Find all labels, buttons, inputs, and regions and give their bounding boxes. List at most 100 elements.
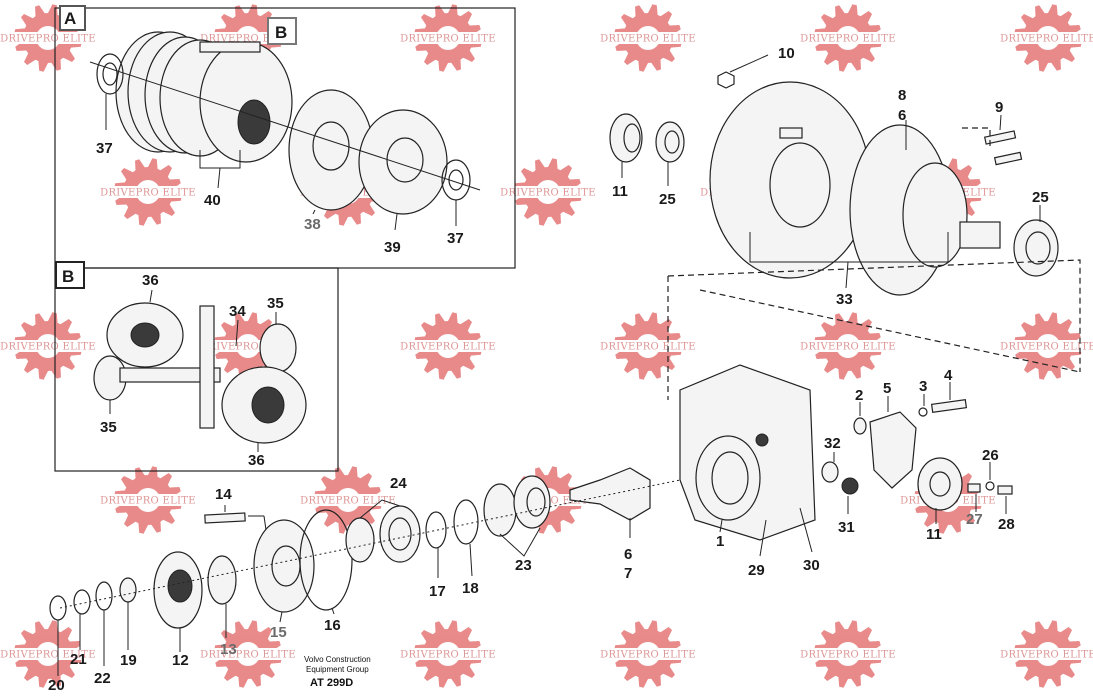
watermark-text: DRIVEPRO ELITE (800, 342, 896, 353)
bolt-upper (983, 130, 1017, 145)
watermark-tile: DRIVEPRO ELITE (800, 620, 896, 688)
watermark-tile: DRIVEPRO ELITE (600, 620, 696, 688)
label-19: 19 (120, 652, 137, 669)
watermark-text: DRIVEPRO ELITE (1000, 650, 1093, 661)
watermark-tile: DRIVEPRO ELITE (600, 312, 696, 380)
watermark-text: DRIVEPRO ELITE (0, 34, 96, 45)
caption-line-2: Equipment Group (306, 665, 369, 674)
label-26: 26 (982, 447, 999, 464)
part-labels: 37 40 38 39 37 36 34 35 35 36 10 11 25 8… (48, 45, 1049, 694)
shim (453, 499, 479, 545)
bearing-cover (253, 519, 315, 613)
watermark-text: DRIVEPRO ELITE (0, 650, 96, 661)
watermark-tile: DRIVEPRO ELITE (200, 620, 296, 688)
label-16: 16 (324, 617, 341, 634)
label-25-left: 25 (659, 191, 676, 208)
detail-box-b: B (54, 261, 339, 472)
label-38: 38 (304, 216, 321, 233)
watermark-tile: DRIVEPRO ELITE (800, 312, 896, 380)
watermark-text: DRIVEPRO ELITE (100, 496, 196, 507)
label-13: 13 (220, 641, 237, 658)
label-36-lower: 36 (248, 452, 265, 469)
watermark-text: DRIVEPRO ELITE (1000, 34, 1093, 45)
label-27: 27 (966, 511, 983, 528)
washer (918, 407, 928, 417)
watermark-text: DRIVEPRO ELITE (600, 650, 696, 661)
label-35-right: 35 (267, 295, 284, 312)
label-8: 8 (898, 87, 906, 104)
label-37-left: 37 (96, 140, 113, 157)
watermark-tile: DRIVEPRO ELITE (1000, 312, 1093, 380)
bearing-cup-right (1013, 219, 1059, 277)
watermark-text: DRIVEPRO ELITE (400, 650, 496, 661)
lock-ring (73, 589, 91, 615)
cap-bolt (930, 398, 968, 414)
watermark-tile: DRIVEPRO ELITE (600, 4, 696, 72)
watermark-tile: DRIVEPRO ELITE (400, 620, 496, 688)
label-33: 33 (836, 291, 853, 308)
label-31: 31 (838, 519, 855, 536)
watermark-tile: DRIVEPRO ELITE (100, 158, 196, 226)
bearing-cap (869, 411, 917, 489)
flange-washer (119, 577, 137, 603)
label-29: 29 (748, 562, 765, 579)
label-40: 40 (204, 192, 221, 209)
watermark-tile: DRIVEPRO ELITE (400, 312, 496, 380)
pinion-bearing-cup-rear (483, 483, 517, 537)
label-6-upper: 6 (898, 107, 906, 124)
label-32: 32 (824, 435, 841, 452)
label-3: 3 (919, 378, 927, 395)
plug (821, 461, 839, 483)
label-34: 34 (229, 303, 246, 320)
flange-nut (95, 581, 113, 611)
pinion-bearing-cone-rear (513, 475, 551, 529)
watermark-text: DRIVEPRO ELITE (800, 34, 896, 45)
watermark-text: DRIVEPRO ELITE (600, 342, 696, 353)
nut (717, 71, 735, 89)
watermark-tile: DRIVEPRO ELITE (0, 620, 96, 688)
pinion-bearing-cone (345, 517, 375, 563)
dowel-pin (853, 417, 867, 435)
box-b-label: B (62, 267, 74, 286)
lock-washer (985, 481, 995, 491)
bolt-lower (993, 151, 1023, 166)
label-20: 20 (48, 677, 65, 694)
pinion-gear-right (259, 323, 297, 373)
label-1: 1 (716, 533, 724, 550)
label-28: 28 (998, 516, 1015, 533)
label-10: 10 (778, 45, 795, 62)
label-37-right: 37 (447, 230, 464, 247)
bearing-cone-upper (609, 113, 643, 163)
bearing-cup-upper (655, 121, 685, 163)
watermark-text: DRIVEPRO ELITE (600, 34, 696, 45)
label-36-upper: 36 (142, 272, 159, 289)
label-14: 14 (215, 486, 232, 503)
label-21: 21 (70, 651, 87, 668)
o-ring (299, 509, 353, 611)
seal (207, 555, 237, 605)
label-24: 24 (390, 475, 407, 492)
label-11-upper: 11 (612, 183, 628, 200)
watermark-tile: DRIVEPRO ELITE (300, 466, 396, 534)
watermark-text: DRIVEPRO ELITE (300, 496, 396, 507)
watermark-text: DRIVEPRO ELITE (200, 650, 296, 661)
label-17: 17 (429, 583, 446, 600)
watermark-text: DRIVEPRO ELITE (800, 650, 896, 661)
label-11-lower: 11 (926, 526, 942, 543)
drawing-caption: Volvo Construction Equipment Group AT 29… (304, 655, 371, 689)
lock-bolt (997, 485, 1013, 495)
label-22: 22 (94, 670, 111, 687)
watermark-tile: DRIVEPRO ELITE (1000, 4, 1093, 72)
watermark-text: DRIVEPRO ELITE (400, 342, 496, 353)
label-2: 2 (855, 387, 863, 404)
adjusting-ring (917, 457, 963, 511)
label-18: 18 (462, 580, 479, 597)
label-25-right: 25 (1032, 189, 1049, 206)
watermark-tile: DRIVEPRO ELITE (500, 158, 596, 226)
label-15: 15 (270, 624, 287, 641)
watermark-text: DRIVEPRO ELITE (200, 34, 296, 45)
differential-carrier (709, 81, 871, 279)
label-39: 39 (384, 239, 401, 256)
